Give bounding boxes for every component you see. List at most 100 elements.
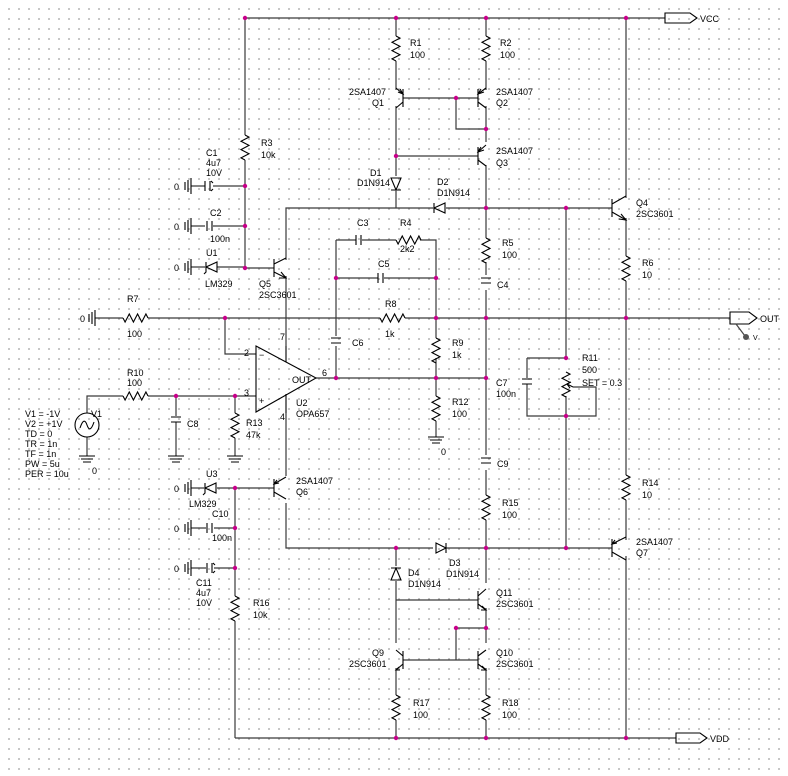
V1-param-line: PER = 10u — [25, 469, 69, 479]
D2-value: D1N914 — [437, 188, 470, 198]
R9-value: 1k — [452, 350, 462, 360]
resistor-R3[interactable] — [239, 134, 251, 161]
transistor-Q7[interactable] — [610, 536, 627, 561]
transistor-Q2[interactable] — [476, 87, 487, 109]
resistor-R4[interactable] — [395, 234, 422, 246]
U1-ref: U1 — [206, 248, 218, 258]
junction-dot — [483, 375, 489, 381]
ground-symbol — [184, 560, 192, 576]
transistor-Q3[interactable] — [476, 144, 487, 167]
V1-param-line: TR = 1n — [25, 439, 57, 449]
out-port[interactable] — [729, 311, 758, 325]
junction-dot — [393, 735, 399, 741]
junction-dot — [393, 545, 399, 551]
R4-ref: R4 — [400, 218, 412, 228]
Q5-value: 2SC3601 — [259, 290, 297, 300]
V1-ref: V1 — [91, 409, 102, 419]
junction-dot — [232, 485, 238, 491]
resistor-R7[interactable] — [122, 312, 149, 324]
transistor-Q10[interactable] — [477, 649, 488, 671]
resistor-R1[interactable] — [390, 35, 402, 62]
resistor-R18[interactable] — [480, 694, 492, 721]
R9-ref: R9 — [452, 338, 464, 348]
resistor-R15[interactable] — [480, 494, 492, 521]
resistor-R17[interactable] — [390, 694, 402, 721]
resistor-R14[interactable] — [620, 474, 632, 501]
R17-ref: R17 — [413, 698, 430, 708]
capacitor-C9[interactable] — [481, 457, 491, 464]
ground-zero-label: 0 — [174, 182, 179, 192]
transistor-Q1[interactable] — [395, 87, 405, 109]
capacitor-C6[interactable] — [331, 337, 341, 344]
R10-value: 100 — [127, 378, 142, 388]
R1-value: 100 — [410, 50, 425, 60]
voltage-probe-icon[interactable] — [735, 323, 749, 340]
capacitor-C11[interactable] — [206, 562, 216, 574]
transistor-Q6[interactable] — [272, 476, 287, 500]
capacitor-C2[interactable] — [206, 221, 213, 231]
C5-ref: C5 — [378, 259, 390, 269]
transistor-Q5[interactable] — [273, 257, 288, 279]
Q10-ref: Q10 — [496, 648, 513, 658]
U2-value: OPA657 — [296, 409, 329, 419]
capacitor-C4[interactable] — [481, 277, 491, 284]
C1-voltage: 10V — [206, 168, 222, 178]
transistor-Q9[interactable] — [394, 649, 404, 671]
V1-param-line: V1 = -1V — [25, 409, 60, 419]
R8-ref: R8 — [385, 299, 397, 309]
R18-ref: R18 — [502, 698, 519, 708]
ground-zero-label: 0 — [174, 222, 179, 232]
junction-dot — [483, 625, 489, 631]
diode-D3[interactable] — [435, 542, 448, 554]
D1-ref: D1 — [370, 168, 382, 178]
R3-ref: R3 — [261, 138, 273, 148]
capacitor-C8[interactable] — [171, 416, 181, 423]
resistor-R12[interactable] — [430, 395, 442, 422]
capacitor-C1[interactable] — [204, 180, 214, 192]
ground-symbol — [79, 455, 95, 463]
source-V1[interactable] — [74, 412, 100, 438]
capacitor-C7[interactable] — [522, 378, 532, 385]
resistor-R13[interactable] — [229, 412, 241, 439]
junction-dot — [623, 315, 629, 321]
resistor-R16[interactable] — [229, 595, 241, 622]
junction-dot — [433, 315, 439, 321]
V1-param-line: TD = 0 — [25, 429, 52, 439]
capacitor-C3[interactable] — [355, 235, 362, 245]
Q9-value: 2SC3601 — [349, 659, 387, 669]
R1-ref: R1 — [410, 38, 422, 48]
D2-ref: D2 — [437, 177, 449, 187]
ground-symbol — [184, 520, 192, 536]
opamp-U2[interactable]: − + OUT — [255, 345, 318, 413]
U2-ref: U2 — [296, 398, 308, 408]
capacitor-C5[interactable] — [377, 273, 384, 283]
vcc-port[interactable] — [664, 12, 698, 24]
vdd-port[interactable] — [675, 732, 708, 744]
resistor-R6[interactable] — [620, 255, 632, 282]
R11-value: 500 — [582, 365, 597, 375]
capacitor-C10[interactable] — [206, 523, 213, 533]
resistor-R9[interactable] — [430, 337, 442, 364]
zener-U1[interactable] — [203, 261, 218, 275]
Q6-ref: Q6 — [296, 487, 308, 497]
resistor-R8[interactable] — [379, 312, 406, 324]
transistor-Q4[interactable] — [611, 195, 628, 221]
junction-dot — [333, 375, 339, 381]
C7-value: 100n — [496, 389, 516, 399]
resistor-R10[interactable] — [122, 390, 149, 402]
ground-symbol — [184, 178, 192, 194]
labels: VCC VDD OUT V 0 0 0 0 0 0 0 0 0 R1 100 R… — [25, 14, 780, 744]
diode-D2[interactable] — [432, 202, 446, 214]
resistor-R2[interactable] — [480, 35, 492, 62]
R12-value: 100 — [452, 409, 467, 419]
zener-U3[interactable] — [202, 482, 217, 496]
transistor-Q11[interactable] — [477, 588, 488, 611]
D3-ref: D3 — [449, 558, 461, 568]
resistor-R11[interactable] — [560, 371, 572, 398]
D4-value: D1N914 — [408, 579, 441, 589]
diode-D4[interactable] — [390, 566, 402, 581]
C1-value: 4u7 — [206, 158, 221, 168]
resistor-R5[interactable] — [480, 237, 492, 264]
diode-D1[interactable] — [390, 177, 402, 192]
